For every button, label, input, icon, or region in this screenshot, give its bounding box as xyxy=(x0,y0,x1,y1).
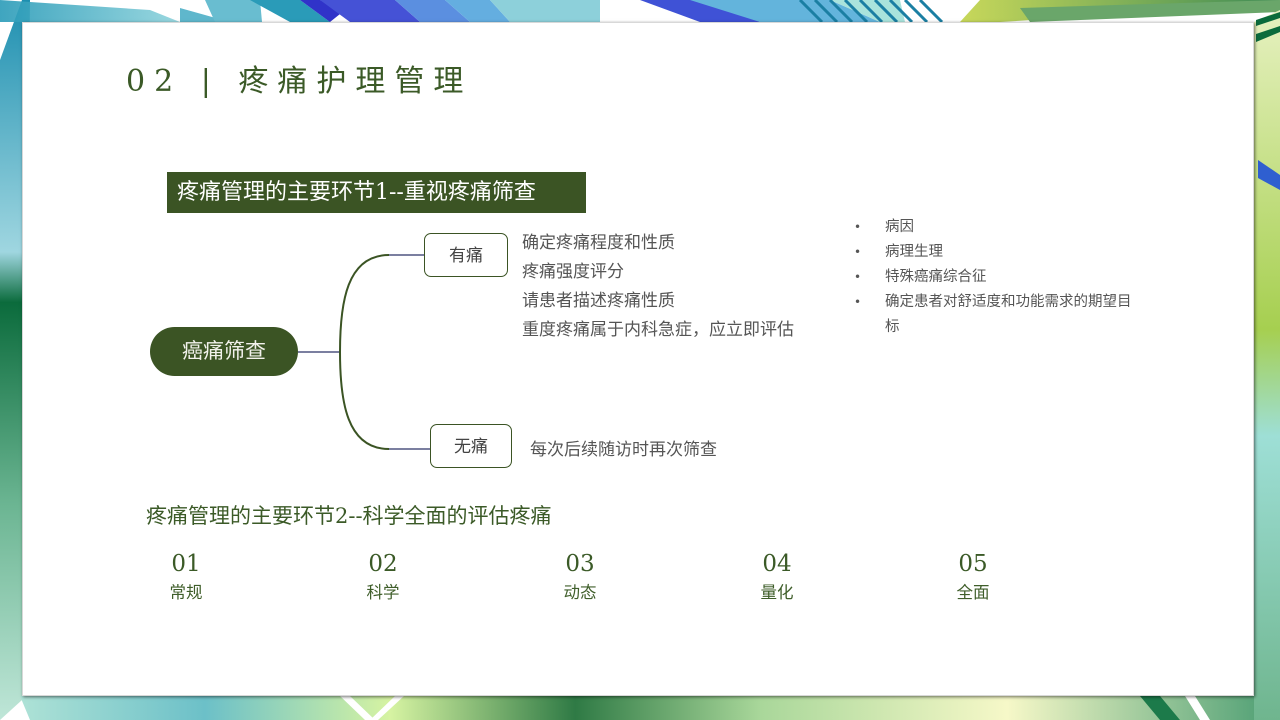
assessment-bullet-list: 病因 病理生理 特殊癌痛综合征 确定患者对舒适度和功能需求的期望目标 xyxy=(852,215,1142,340)
step-item: 01 常规 xyxy=(136,550,236,606)
mindmap-connectors xyxy=(298,254,430,450)
step-number: 03 xyxy=(565,551,595,577)
pain-detail-item: 确定疼痛程度和性质 xyxy=(522,233,675,253)
bullet-item: 确定患者对舒适度和功能需求的期望目标 xyxy=(852,290,1142,340)
branch-node-no-pain: 无痛 xyxy=(430,424,512,468)
pain-detail-item: 疼痛强度评分 xyxy=(522,262,624,282)
step-item: 03 动态 xyxy=(530,550,630,606)
slide-canvas: 02 | 疼痛护理管理 疼痛管理的主要环节1--重视疼痛筛查 癌痛筛查 有痛 确… xyxy=(22,22,1254,696)
pain-detail-item: 重度疼痛属于内科急症，应立即评估 xyxy=(522,320,794,340)
bullet-item: 病因 xyxy=(852,215,1142,240)
step-label: 动态 xyxy=(563,583,597,602)
step-item: 02 科学 xyxy=(333,550,433,606)
pain-details-list: 确定疼痛程度和性质 疼痛强度评分 请患者描述疼痛性质 重度疼痛属于内科急症，应立… xyxy=(522,229,794,345)
no-pain-detail: 每次后续随访时再次筛查 xyxy=(530,440,717,460)
step-item: 04 量化 xyxy=(727,550,827,606)
step-label: 常规 xyxy=(169,583,203,602)
root-node-cancer-pain-screening: 癌痛筛查 xyxy=(150,327,298,376)
pain-detail-item: 请患者描述疼痛性质 xyxy=(522,291,675,311)
step-number: 02 xyxy=(368,551,398,577)
section1-heading: 疼痛管理的主要环节1--重视疼痛筛查 xyxy=(167,172,586,213)
bullet-item: 特殊癌痛综合征 xyxy=(852,265,1142,290)
step-number: 01 xyxy=(171,551,201,577)
step-number: 04 xyxy=(762,551,792,577)
step-label: 量化 xyxy=(760,583,794,602)
page-title: 02 | 疼痛护理管理 xyxy=(126,64,473,99)
step-item: 05 全面 xyxy=(923,550,1023,606)
branch-node-pain: 有痛 xyxy=(424,233,508,277)
bullet-item: 病理生理 xyxy=(852,240,1142,265)
step-label: 全面 xyxy=(956,583,990,602)
step-number: 05 xyxy=(958,551,988,577)
step-label: 科学 xyxy=(366,583,400,602)
section2-heading: 疼痛管理的主要环节2--科学全面的评估疼痛 xyxy=(146,504,552,528)
